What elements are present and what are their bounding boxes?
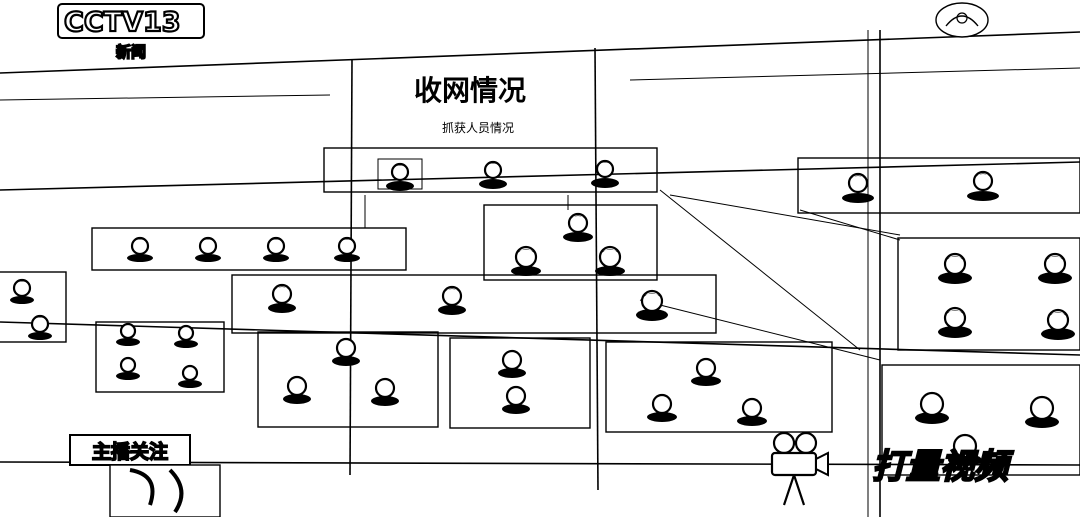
portrait xyxy=(1025,395,1059,428)
portrait xyxy=(636,289,668,321)
program-tag: 主播关注 xyxy=(69,434,221,517)
portrait xyxy=(334,236,360,262)
board-subtitle: 抓获人员情况 xyxy=(442,121,514,135)
program-tag-label: 主播关注 xyxy=(92,440,168,463)
portrait xyxy=(938,306,972,338)
portrait xyxy=(502,385,530,414)
portrait xyxy=(438,285,466,315)
portrait xyxy=(127,236,153,262)
right-top-box xyxy=(797,157,1080,214)
lower-right-box xyxy=(605,341,833,433)
portrait xyxy=(691,357,721,386)
lower-left-box xyxy=(95,321,225,393)
portrait xyxy=(915,391,949,424)
channel-sub: 新闻 xyxy=(116,43,146,61)
channel-logo: CCTV13 xyxy=(64,7,181,38)
portrait xyxy=(28,314,52,340)
portrait xyxy=(268,283,296,313)
portrait xyxy=(1038,252,1072,284)
portrait xyxy=(591,159,619,188)
portrait xyxy=(479,160,507,189)
portrait xyxy=(967,170,999,201)
portrait xyxy=(1041,308,1075,340)
portrait xyxy=(647,393,677,422)
lower-mid-box xyxy=(257,331,439,428)
portrait xyxy=(511,245,541,276)
right-mid-box xyxy=(897,237,1080,351)
portrait xyxy=(283,375,311,404)
portrait xyxy=(563,212,593,242)
portrait xyxy=(938,252,972,284)
portrait xyxy=(498,349,526,378)
portrait xyxy=(371,377,399,406)
portrait xyxy=(595,245,625,276)
lower-center-box xyxy=(449,337,591,429)
board-title: 收网情况 xyxy=(414,74,526,107)
portrait xyxy=(195,236,221,262)
middle-group-box xyxy=(483,204,658,281)
top-group-box xyxy=(323,147,658,193)
portrait xyxy=(178,364,202,388)
portrait xyxy=(116,322,140,346)
right-bottom-box xyxy=(881,364,1080,476)
portrait xyxy=(10,278,34,304)
portrait xyxy=(332,337,360,366)
portrait xyxy=(263,236,289,262)
portrait xyxy=(948,433,982,466)
police-emblem-icon xyxy=(935,2,989,38)
portrait xyxy=(842,172,874,203)
portrait xyxy=(737,397,767,426)
brand-tag: 打量视频 xyxy=(872,447,1014,487)
cctv-logo-icon: CCTV13 新闻 xyxy=(57,3,205,62)
portrait xyxy=(174,324,198,348)
portrait xyxy=(116,356,140,380)
mid-row-box xyxy=(231,274,717,334)
far-left-box xyxy=(0,271,67,343)
left-row-box xyxy=(91,227,407,271)
portrait xyxy=(386,162,414,191)
movie-camera-icon xyxy=(770,431,829,506)
